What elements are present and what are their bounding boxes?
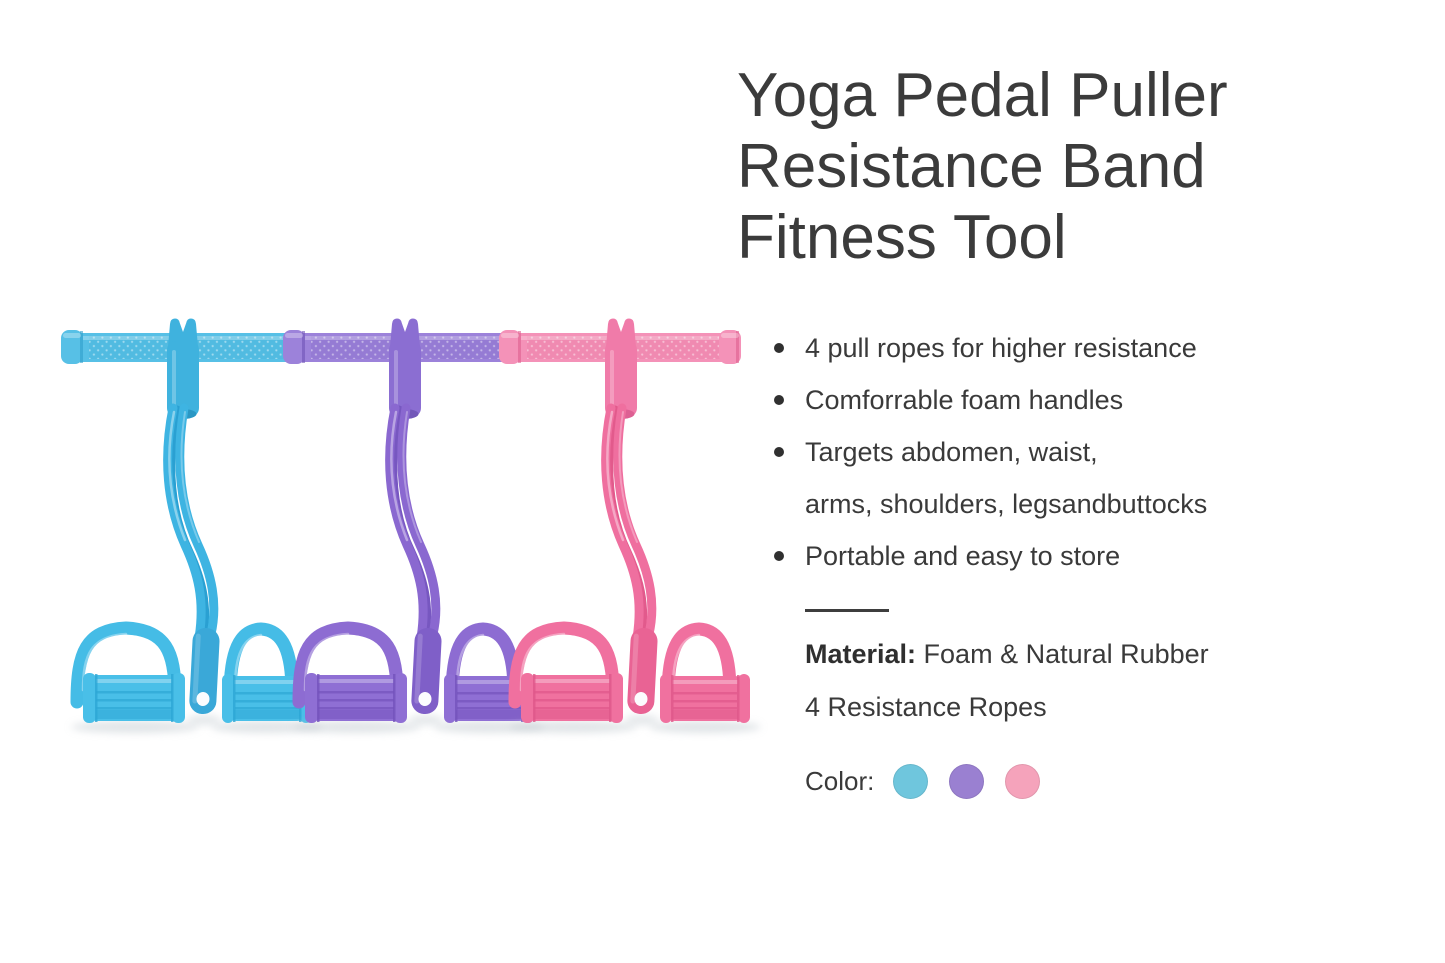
pink-bar-end-cap (719, 330, 741, 364)
color-selector: Color: (805, 764, 1061, 799)
feature-text: Targets abdomen, waist, arms, shoulders,… (805, 437, 1208, 519)
product-photo (40, 300, 780, 770)
color-swatch-pink[interactable] (1005, 764, 1041, 799)
bullet-icon (774, 343, 784, 353)
feature-text: Portable and easy to store (805, 541, 1121, 571)
material-label: Material: (805, 639, 917, 669)
feature-item: 4 pull ropes for higher resistance (774, 322, 1207, 374)
feature-item: Portable and easy to store (774, 530, 1207, 582)
product-title: Yoga Pedal Puller Resistance Band Fitnes… (737, 60, 1228, 273)
feature-item: Comforrable foam handles (774, 374, 1207, 426)
color-label: Color: (805, 766, 875, 796)
bullet-icon (774, 551, 784, 561)
resistance-ropes-line: 4 Resistance Ropes (805, 692, 1047, 722)
feature-text: Comforrable foam handles (805, 385, 1124, 415)
feature-item: Targets abdomen, waist, arms, shoulders,… (774, 426, 1207, 530)
color-swatch-purple[interactable] (949, 764, 985, 799)
feature-text: 4 pull ropes for higher resistance (805, 333, 1197, 363)
pedal-puller-purple (283, 319, 545, 734)
material-value: Foam & Natural Rubber (916, 639, 1209, 669)
feature-list: 4 pull ropes for higher resistance Comfo… (774, 322, 1207, 582)
pedal-puller-illustration (40, 300, 780, 770)
title-line: Fitness Tool (737, 203, 1067, 272)
material-line: Material: Foam & Natural Rubber (805, 636, 1209, 672)
title-line: Resistance Band (737, 132, 1206, 201)
color-swatch-blue[interactable] (893, 764, 929, 799)
bullet-icon (774, 395, 784, 405)
bullet-icon (774, 447, 784, 457)
pedal-puller-pink (499, 319, 761, 734)
title-line: Yoga Pedal Puller (737, 61, 1228, 130)
section-divider (805, 609, 889, 612)
pedal-puller-blue (61, 319, 323, 734)
